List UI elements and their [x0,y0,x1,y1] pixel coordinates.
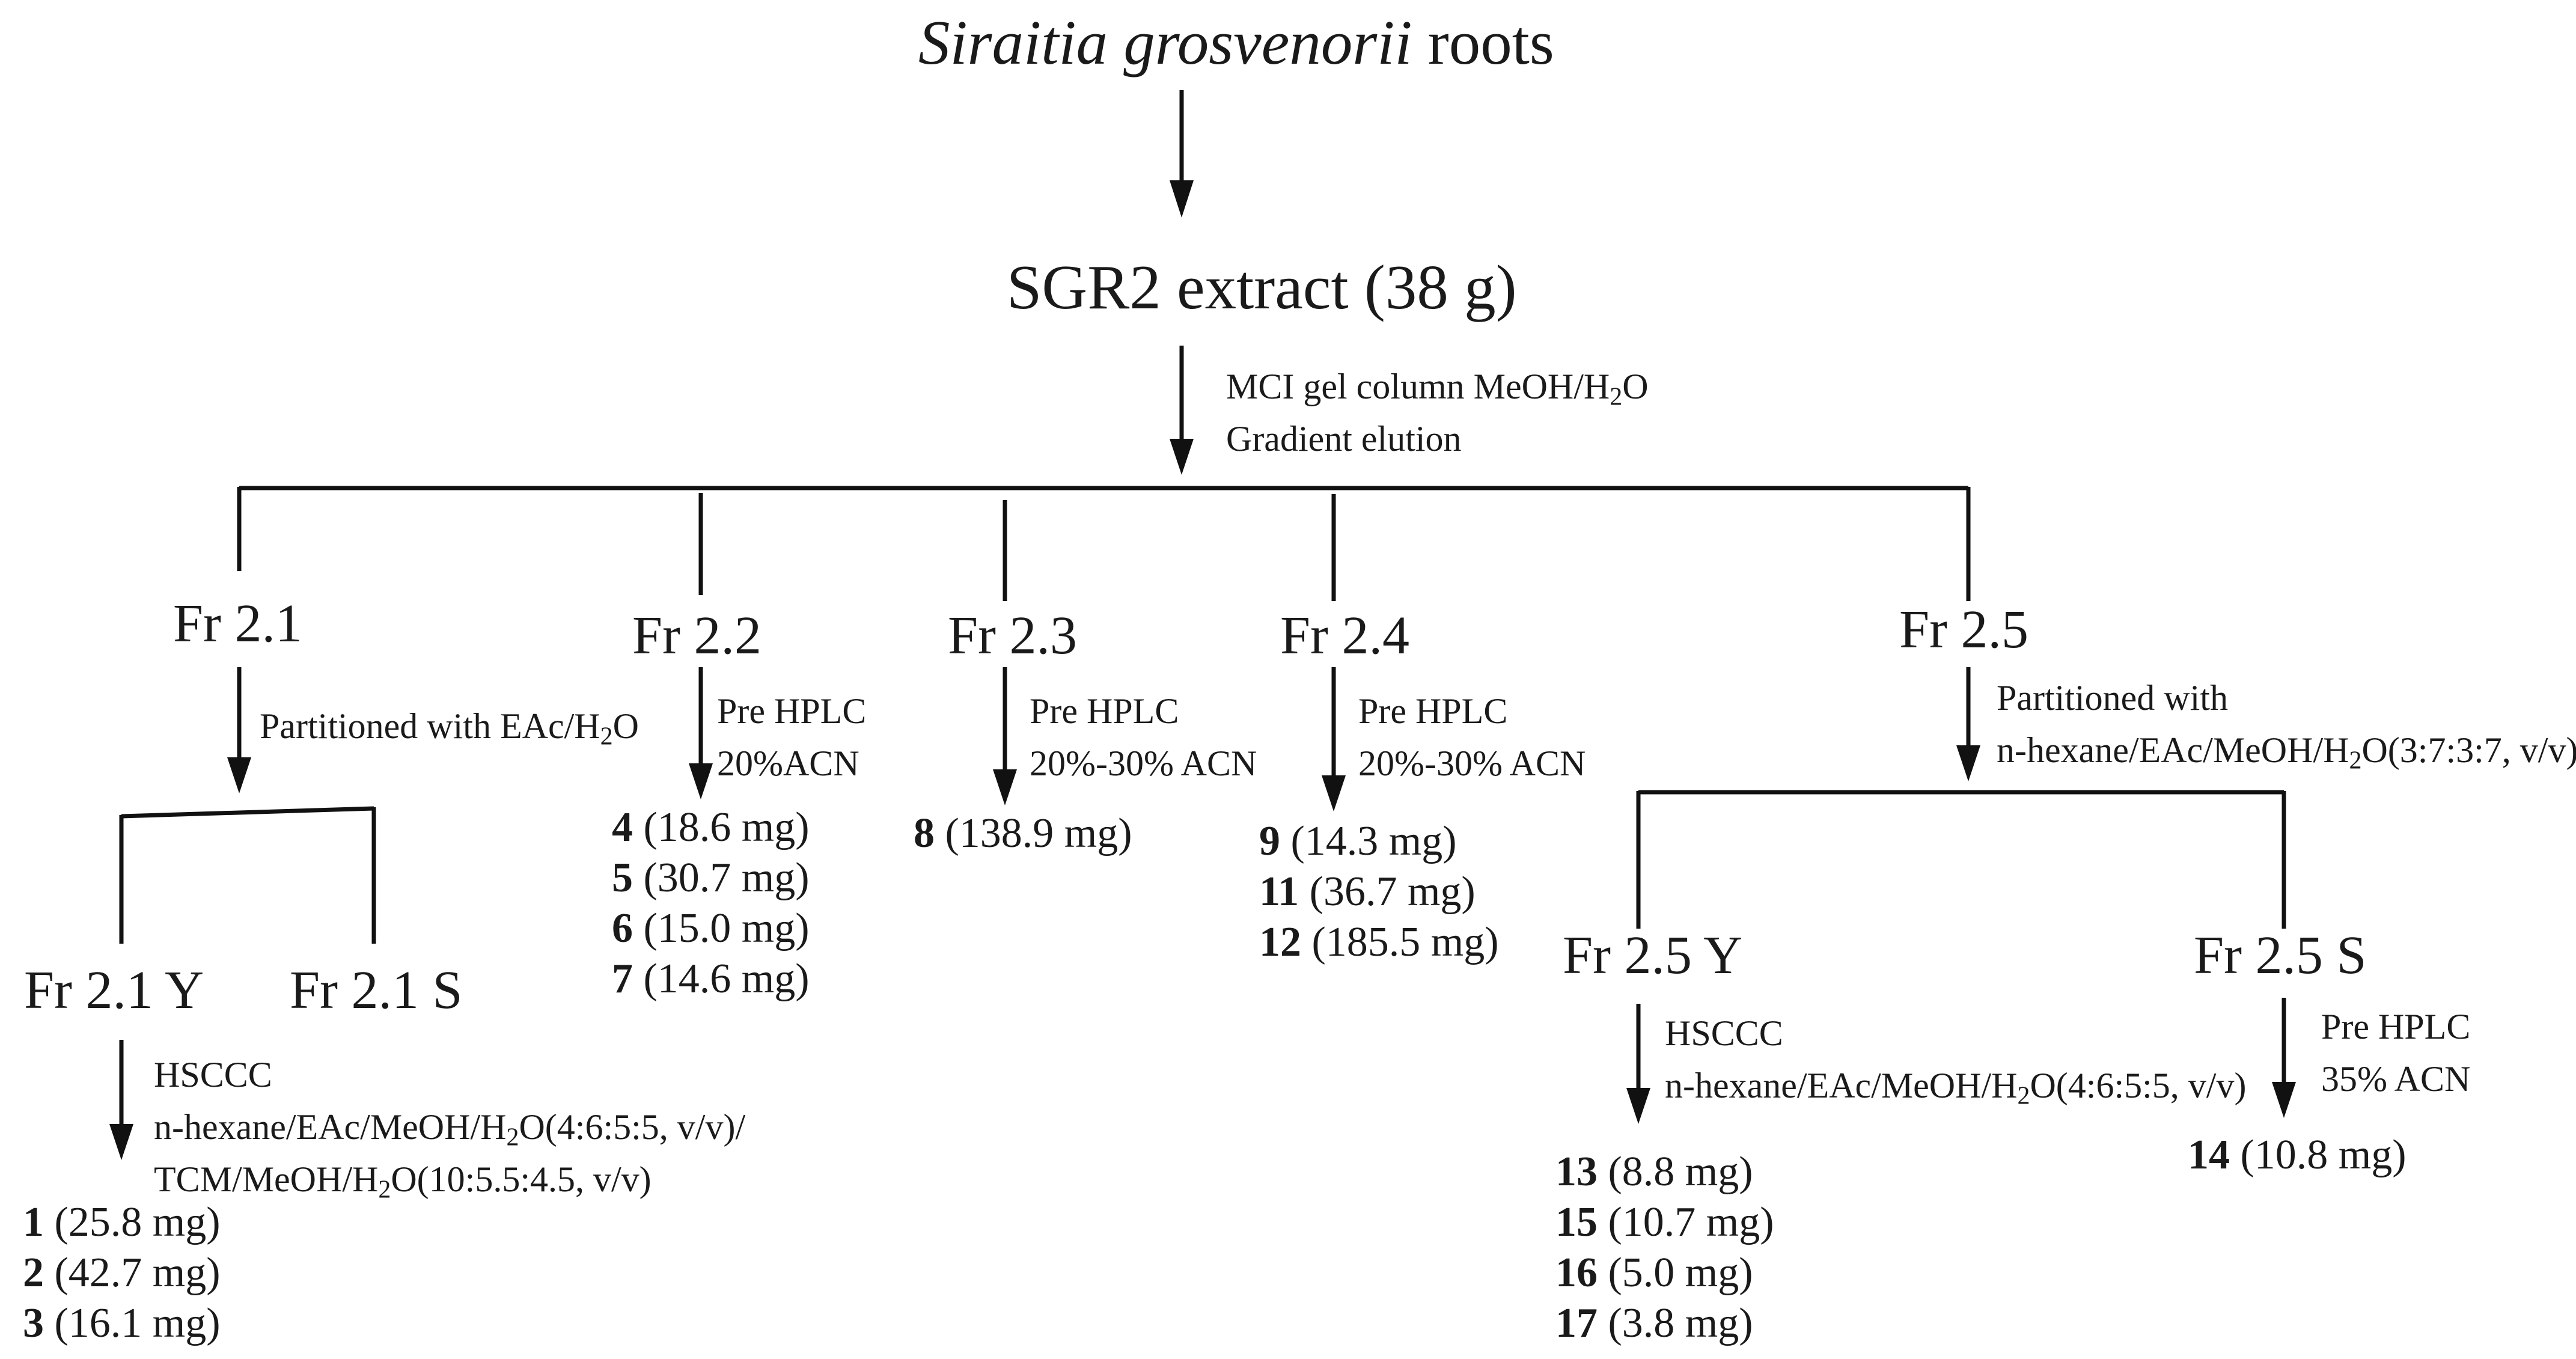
fr21-split-bar [121,806,374,819]
fr21-compounds: 1 (25.8 mg) 2 (42.7 mg) 3 (16.1 mg) [23,1197,221,1349]
compound-row: 16 (5.0 mg) [1555,1250,1753,1296]
fr21y-hsccc-step: HSCCC n-hexane/EAc/MeOH/H2O(4:6:5:5, v/v… [154,1055,746,1204]
fr25y-compounds: 13 (8.8 mg) 15 (10.7 mg) 16 (5.0 mg) 17 … [1555,1147,1774,1349]
fr23-compounds: 8 (138.9 mg) [914,808,1132,859]
source-title: Siraitia grosvenorii roots [918,11,1554,74]
fr24-hplc-step: Pre HPLC 20%-30% ACN [1358,691,1586,783]
fr21-partition-step: Partitioned with EAc/H2O [260,706,639,751]
fraction-fr24: Fr 2.4 [1280,606,1410,665]
fr25s-compounds: 14 (10.8 mg) [2188,1130,2407,1180]
compound-row: 14 (10.8 mg) [2188,1132,2407,1178]
arrowhead-fr22-hplc [689,763,713,799]
fr24-compounds: 9 (14.3 mg) 11 (36.7 mg) 12 (185.5 mg) [1259,816,1499,968]
compound-row: 17 (3.8 mg) [1555,1300,1753,1346]
compound-row: 4 (18.6 mg) [612,804,810,851]
fraction-fr25: Fr 2.5 [1899,600,2029,659]
compound-row: 11 (36.7 mg) [1259,869,1476,915]
fr23-hplc-step: Pre HPLC 20%-30% ACN [1030,691,1257,783]
compound-row: 1 (25.8 mg) [23,1199,221,1245]
compound-row: 12 (185.5 mg) [1259,919,1499,965]
column-step-line1: MCI gel column MeOH/H2O [1226,367,1649,411]
column-step-line2: Gradient elution [1226,419,1462,459]
arrowhead-fr25-partition [1956,745,1980,781]
source-genus: Siraitia grosvenorii [918,7,1412,78]
compound-row: 2 (42.7 mg) [23,1250,221,1296]
arrowhead-fr25y-hsccc [1626,1088,1650,1124]
column-step: MCI gel column MeOH/H2O Gradient elution [1226,361,1649,465]
extract-label: SGR2 extract (38 g) [1007,252,1517,322]
fraction-fr22: Fr 2.2 [632,606,762,665]
compound-row: 13 (8.8 mg) [1555,1149,1753,1195]
source-rest: roots [1427,7,1554,78]
fr25y-hsccc-step: HSCCC n-hexane/EAc/MeOH/H2O(4:6:5:5, v/v… [1665,1013,2247,1110]
fr22-compounds: 4 (18.6 mg) 5 (30.7 mg) 6 (15.0 mg) 7 (1… [612,802,810,1004]
fr25-partition-step: Partitioned with n-hexane/EAc/MeOH/H2O(3… [1997,678,2576,775]
arrowhead-extract-to-column [1170,439,1194,475]
fraction-fr21-y: Fr 2.1 Y [24,960,204,1020]
arrowhead-fr21-partition [227,757,251,793]
fraction-fr25-y: Fr 2.5 Y [1563,926,1743,985]
compound-row: 15 (10.7 mg) [1555,1199,1774,1245]
fr25s-hplc-step: Pre HPLC 35% ACN [2321,1007,2471,1099]
arrowhead-fr24-hplc [1322,775,1346,811]
fr22-hplc-step: Pre HPLC 20%ACN [717,691,867,783]
compound-row: 7 (14.6 mg) [612,956,810,1002]
fraction-fr23: Fr 2.3 [948,606,1078,665]
compound-row: 3 (16.1 mg) [23,1300,221,1346]
arrowhead-source-to-extract [1170,180,1194,218]
compound-row: 8 (138.9 mg) [914,810,1132,857]
fraction-fr25-s: Fr 2.5 S [2194,926,2367,985]
fraction-fr21: Fr 2.1 [173,594,303,653]
arrowhead-fr21y-hsccc [109,1124,133,1160]
arrowhead-fr23-hplc [993,769,1017,805]
fraction-fr21-s: Fr 2.1 S [290,960,463,1020]
compound-row: 9 (14.3 mg) [1259,818,1457,864]
arrowhead-fr25s-hplc [2272,1082,2296,1118]
compound-row: 5 (30.7 mg) [612,855,810,901]
compound-row: 6 (15.0 mg) [612,905,810,951]
